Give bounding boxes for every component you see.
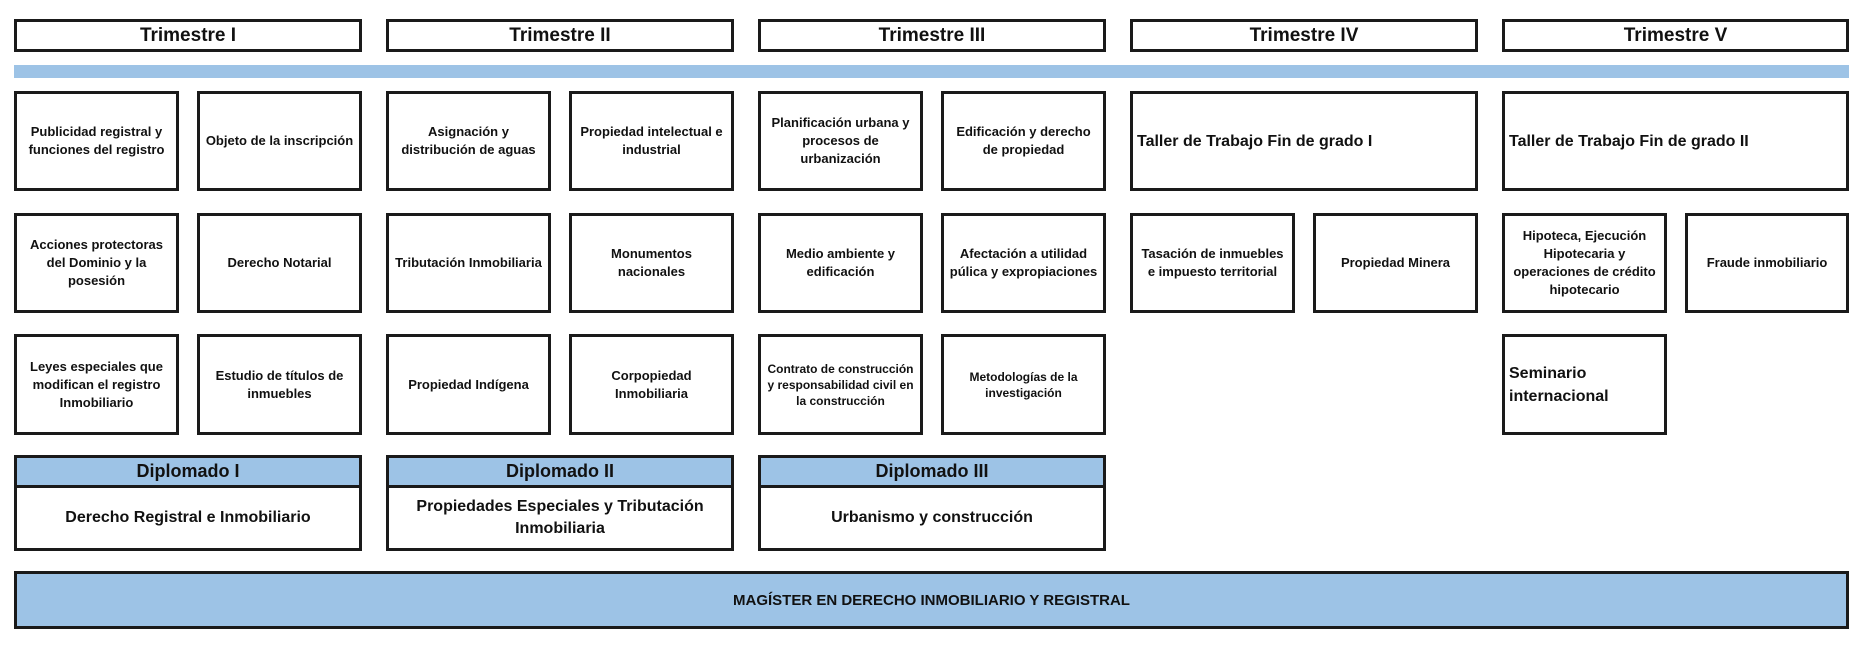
course-box-wide: Taller de Trabajo Fin de grado II <box>1502 91 1849 191</box>
course-box: Tasación de inmuebles e impuesto territo… <box>1130 213 1295 313</box>
diplomado-body: Propiedades Especiales y Tributación Inm… <box>416 498 704 537</box>
divider-bar <box>14 65 1849 78</box>
course-box: Acciones protectoras del Dominio y la po… <box>14 213 179 313</box>
course-box: Propiedad Minera <box>1313 213 1478 313</box>
course-box: Afectación a utilidad púlica y expropiac… <box>941 213 1106 313</box>
course-box: Objeto de la inscripción <box>197 91 362 191</box>
program-banner: MAGÍSTER EN DERECHO INMOBILIARIO Y REGIS… <box>14 571 1849 629</box>
course-box-wide: Taller de Trabajo Fin de grado I <box>1130 91 1478 191</box>
header-trimestre-4: Trimestre IV <box>1130 19 1478 52</box>
header-trimestre-2: Trimestre II <box>386 19 734 52</box>
diplomado-3: Diplomado III Urbanismo y construcción <box>758 455 1106 551</box>
diplomado-1: Diplomado I Derecho Registral e Inmobili… <box>14 455 362 551</box>
course-box: Publicidad registral y funciones del reg… <box>14 91 179 191</box>
diplomado-title: Diplomado II <box>389 458 731 488</box>
course-box: Edificación y derecho de propiedad <box>941 91 1106 191</box>
course-box: Medio ambiente y edificación <box>758 213 923 313</box>
diplomado-2: Diplomado II Propiedades Especiales y Tr… <box>386 455 734 551</box>
course-box: Propiedad Indígena <box>386 334 551 435</box>
diplomado-title: Diplomado III <box>761 458 1103 488</box>
course-box: Corpopiedad Inmobiliaria <box>569 334 734 435</box>
course-box: Estudio de títulos de inmuebles <box>197 334 362 435</box>
diplomado-body: Derecho Registral e Inmobiliario <box>65 509 311 526</box>
course-box: Planificación urbana y procesos de urban… <box>758 91 923 191</box>
diplomado-body: Urbanismo y construcción <box>831 509 1033 526</box>
course-box: Fraude inmobiliario <box>1685 213 1849 313</box>
diplomado-title: Diplomado I <box>17 458 359 488</box>
course-box: Asignación y distribución de aguas <box>386 91 551 191</box>
header-trimestre-5: Trimestre V <box>1502 19 1849 52</box>
course-box: Tributación Inmobiliaria <box>386 213 551 313</box>
course-box: Monumentos nacionales <box>569 213 734 313</box>
course-box: Derecho Notarial <box>197 213 362 313</box>
course-box: Seminario internacional <box>1502 334 1667 435</box>
course-box: Metodologías de la investigación <box>941 334 1106 435</box>
course-box: Hipoteca, Ejecución Hipotecaria y operac… <box>1502 213 1667 313</box>
course-box: Contrato de construcción y responsabilid… <box>758 334 923 435</box>
header-trimestre-1: Trimestre I <box>14 19 362 52</box>
header-trimestre-3: Trimestre III <box>758 19 1106 52</box>
course-box: Propiedad intelectual e industrial <box>569 91 734 191</box>
course-box: Leyes especiales que modifican el regist… <box>14 334 179 435</box>
